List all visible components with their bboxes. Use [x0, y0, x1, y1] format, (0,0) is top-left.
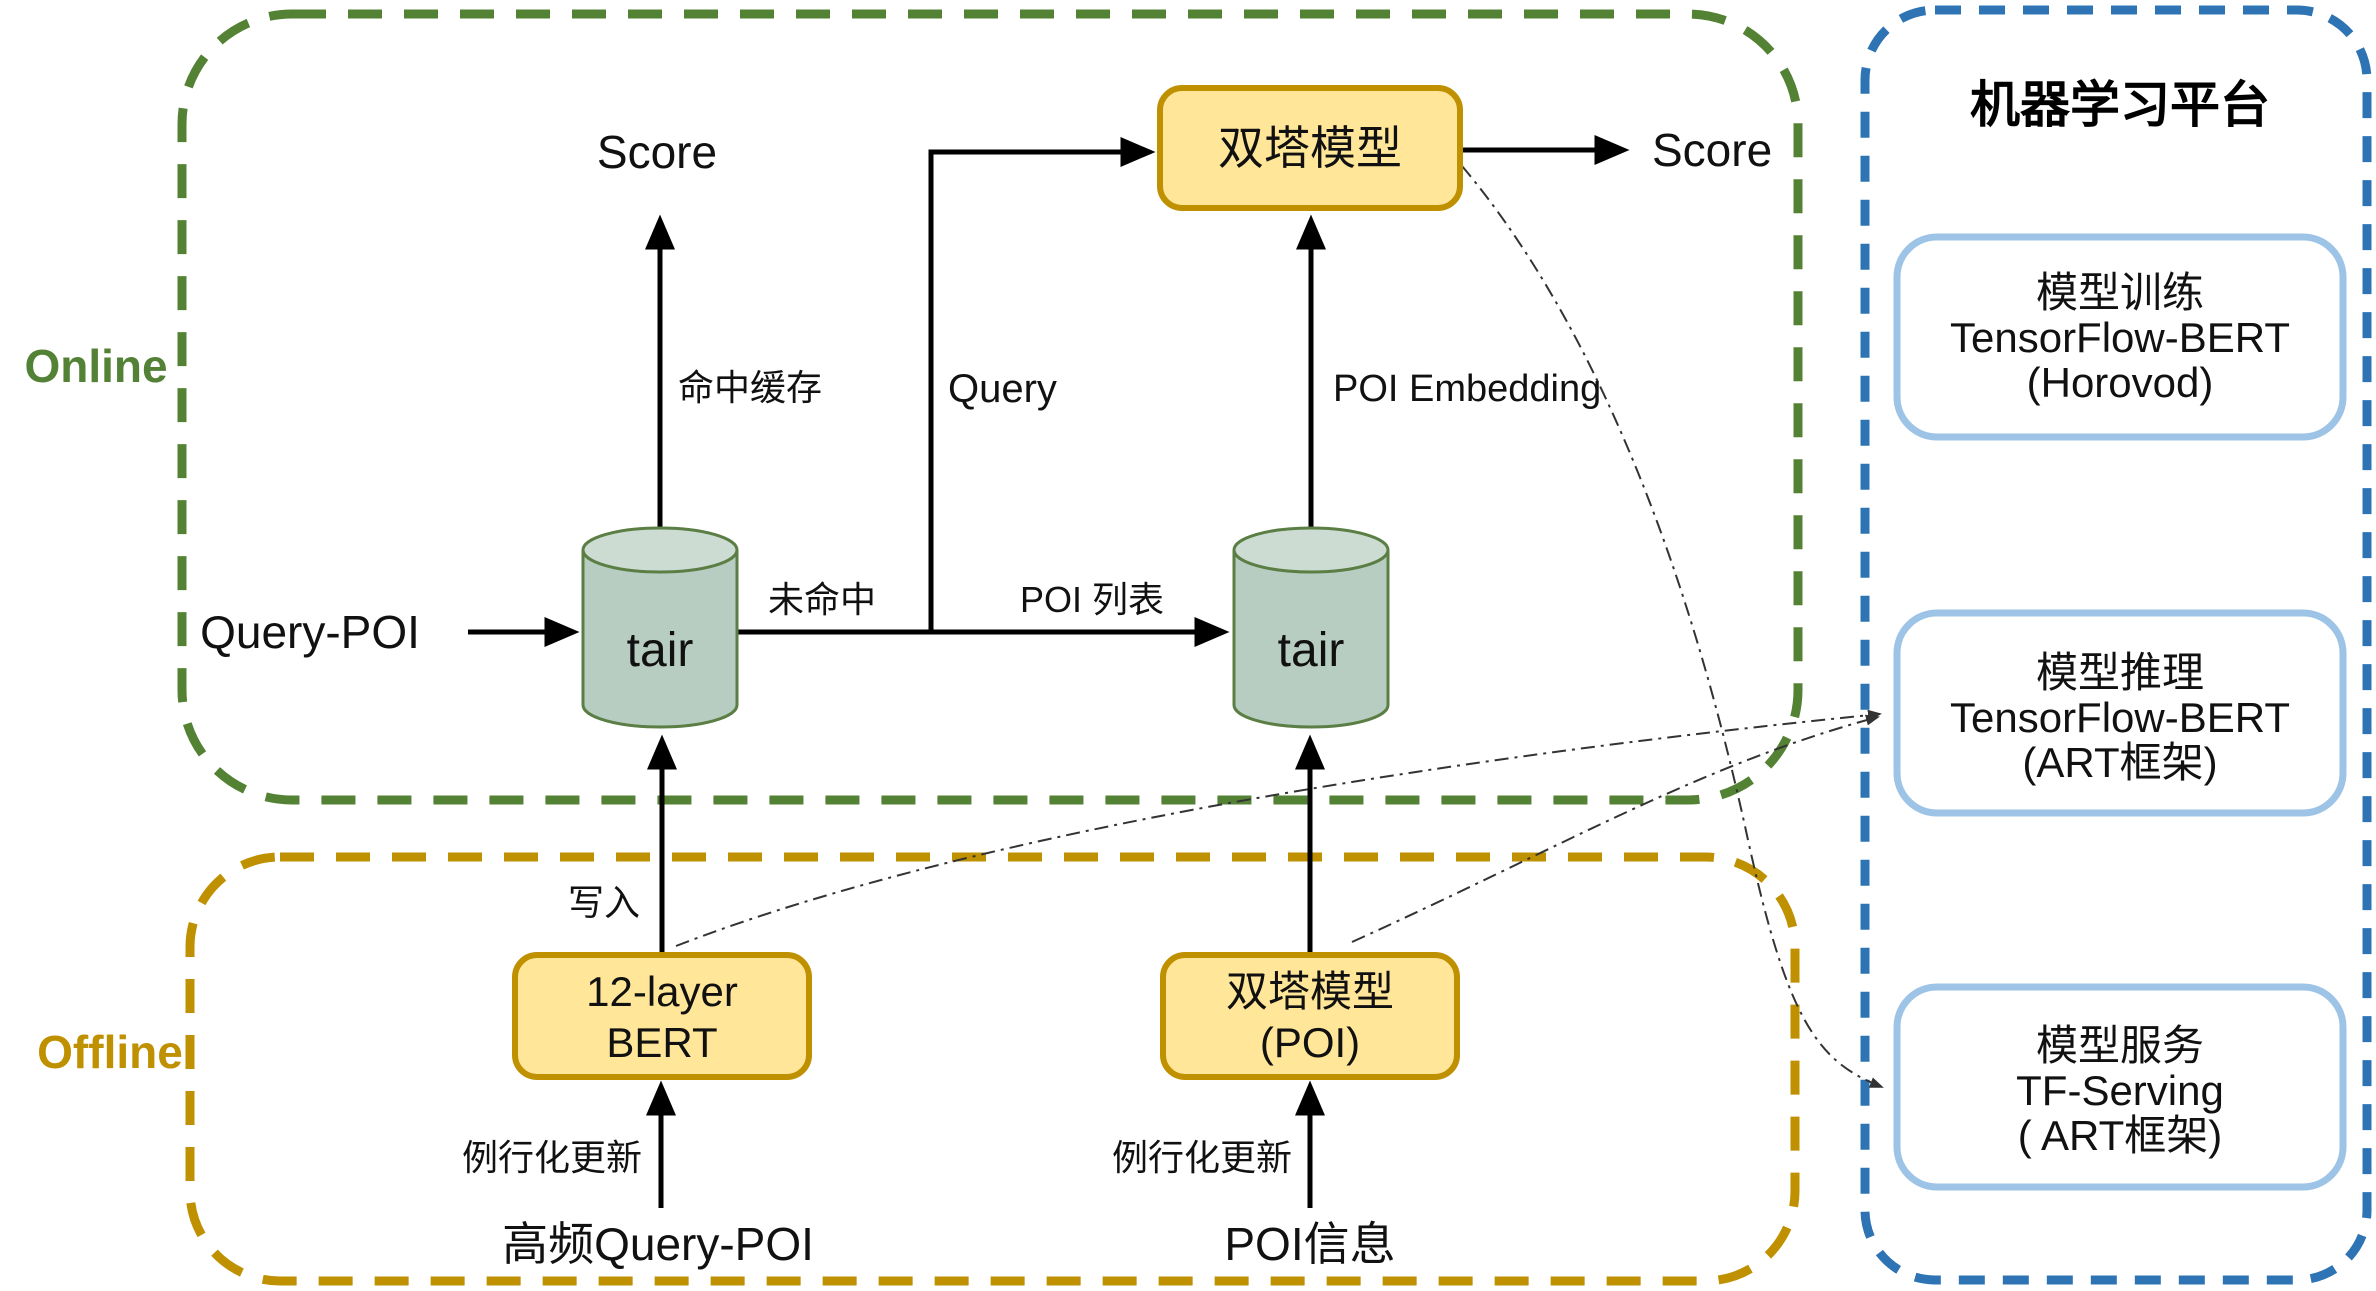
platform-box-inference-line1: 模型推理 [2036, 649, 2204, 696]
offline-region-frame [185, 852, 1800, 1286]
platform-box-inference: 模型推理 TensorFlow-BERT (ART框架) [1893, 609, 2347, 817]
two-tower-poi-node [1160, 952, 1460, 1080]
online-region-frame [177, 9, 1803, 805]
poi-list-label: POI 列表 [1020, 579, 1164, 620]
platform-box-serving-line2: TF-Serving [2016, 1067, 2224, 1114]
platform-box-training-line1: 模型训练 [2036, 269, 2204, 316]
arrow-query-to-two-tower [928, 137, 1156, 632]
routine-update-left-label: 例行化更新 [462, 1137, 642, 1178]
hit-cache-label: 命中缓存 [678, 367, 822, 408]
bert-offline-line2: BERT [606, 1019, 717, 1066]
platform-box-serving-line1: 模型服务 [2036, 1022, 2204, 1069]
platform-box-training-line3: (Horovod) [2027, 359, 2214, 406]
platform-box-serving-line3: ( ART框架) [2018, 1112, 2223, 1159]
ml-platform-title: 机器学习平台 [1970, 77, 2270, 133]
two-tower-model-label: 双塔模型 [1218, 122, 1402, 174]
connector-online-model-to-serving [1461, 165, 1884, 1088]
platform-box-training-frame [1893, 233, 2347, 441]
two-tower-poi-line1: 双塔模型 [1226, 968, 1394, 1015]
query-poi-input-label: Query-POI [200, 606, 420, 658]
poi-info-label: POI信息 [1224, 1218, 1395, 1270]
tair-left-body [581, 550, 739, 729]
tair-left-cylinder: tair [581, 526, 739, 729]
routine-update-right-label: 例行化更新 [1112, 1137, 1292, 1178]
high-freq-query-poi-label: 高频Query-POI [502, 1218, 814, 1270]
two-tower-poi-line2: (POI) [1260, 1019, 1360, 1066]
tair-left-label: tair [627, 624, 694, 677]
platform-box-training-line2: TensorFlow-BERT [1950, 314, 2290, 361]
platform-box-training: 模型训练 TensorFlow-BERT (Horovod) [1893, 233, 2347, 441]
tair-right-label: tair [1278, 624, 1345, 677]
platform-box-inference-line2: TensorFlow-BERT [1950, 694, 2290, 741]
online-region-label: Online [24, 340, 167, 392]
platform-box-serving: 模型服务 TF-Serving ( ART框架) [1893, 983, 2347, 1191]
poi-embedding-label: POI Embedding [1333, 368, 1601, 410]
tair-right-top [1232, 526, 1390, 574]
bert-offline-node [512, 952, 812, 1080]
score-left-label: Score [597, 126, 717, 178]
platform-box-inference-line3: (ART框架) [2022, 739, 2217, 786]
score-right-label: Score [1652, 124, 1772, 176]
tair-right-body [1232, 550, 1390, 729]
tair-left-top [581, 526, 739, 574]
miss-label: 未命中 [768, 579, 876, 620]
ml-platform-region-frame [1860, 5, 2372, 1285]
two-tower-model-node [1157, 85, 1463, 211]
query-label: Query [948, 367, 1057, 411]
write-label: 写入 [568, 882, 640, 923]
bert-offline-line1: 12-layer [586, 968, 738, 1015]
connector-bert-to-inference [675, 709, 1882, 947]
tair-right-cylinder: tair [1232, 526, 1390, 729]
platform-box-inference-frame [1893, 609, 2347, 817]
platform-box-serving-frame [1893, 983, 2347, 1191]
offline-region-label: Offline [37, 1026, 183, 1078]
connector-poi-model-to-inference [1351, 714, 1880, 943]
